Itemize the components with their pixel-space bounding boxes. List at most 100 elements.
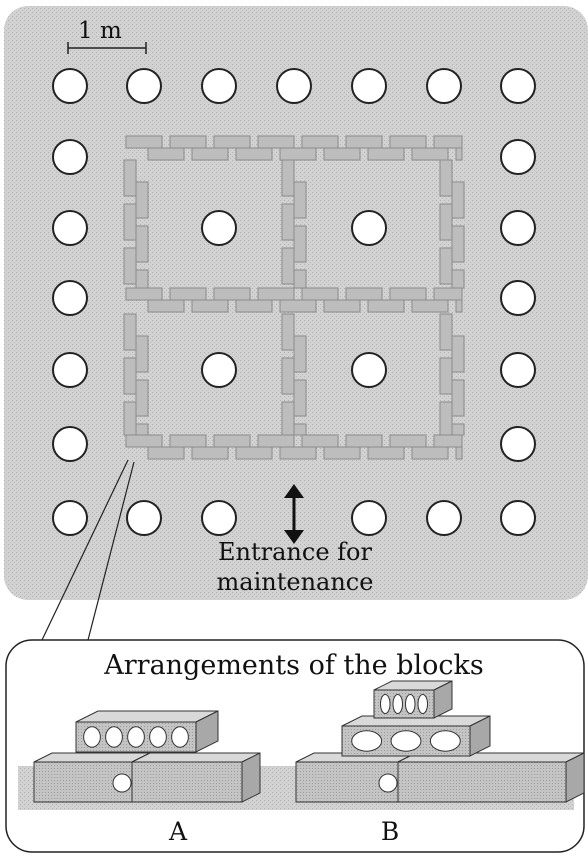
block — [123, 401, 137, 436]
block — [147, 446, 185, 460]
block — [123, 357, 137, 395]
post — [126, 68, 162, 104]
post — [351, 500, 387, 536]
block — [213, 135, 251, 149]
block — [389, 434, 427, 448]
block — [439, 357, 453, 395]
block — [169, 287, 207, 301]
block — [281, 247, 295, 285]
block — [439, 247, 453, 285]
block — [281, 401, 295, 436]
block — [281, 357, 295, 395]
block — [455, 446, 463, 460]
post — [426, 68, 462, 104]
arrangement-b-illustration — [295, 680, 585, 803]
post — [126, 500, 162, 536]
block — [411, 147, 449, 161]
block — [301, 434, 339, 448]
post — [52, 500, 88, 536]
block — [135, 423, 149, 436]
block — [451, 335, 465, 373]
block — [257, 287, 295, 301]
block — [191, 299, 229, 313]
arrangement-label-b: B — [380, 817, 400, 846]
block — [293, 423, 307, 436]
block — [279, 147, 317, 161]
post — [351, 352, 387, 388]
block — [123, 313, 137, 351]
slab-top — [75, 710, 219, 753]
post — [52, 426, 88, 462]
scale-label: 1 m — [78, 18, 122, 44]
block — [433, 287, 463, 301]
block — [235, 147, 273, 161]
post — [52, 68, 88, 104]
post — [351, 210, 387, 246]
post — [201, 352, 237, 388]
block-frame — [123, 135, 465, 460]
slab-base-right — [131, 752, 261, 803]
leader-lines — [41, 459, 135, 641]
slab-hole — [112, 773, 132, 793]
entrance-arrow — [284, 484, 304, 544]
post-grid — [52, 68, 536, 536]
entrance-label-line1: Entrance for — [218, 538, 372, 566]
post — [201, 68, 237, 104]
block — [323, 446, 361, 460]
slab-middle — [341, 715, 491, 757]
block — [147, 299, 185, 313]
post — [500, 139, 536, 175]
block — [451, 225, 465, 263]
arrangement-a-illustration — [33, 710, 261, 803]
block — [293, 335, 307, 373]
block — [411, 446, 449, 460]
block — [135, 181, 149, 219]
block — [323, 147, 361, 161]
block — [123, 203, 137, 241]
block — [293, 269, 307, 289]
block — [451, 379, 465, 417]
block — [169, 434, 207, 448]
slab-top — [373, 680, 453, 719]
post — [52, 139, 88, 175]
block — [257, 434, 295, 448]
post — [201, 210, 237, 246]
post — [52, 210, 88, 246]
block — [301, 135, 339, 149]
block — [125, 287, 163, 301]
block — [213, 287, 251, 301]
block — [235, 299, 273, 313]
block — [345, 434, 383, 448]
post — [52, 280, 88, 316]
block — [135, 335, 149, 373]
block — [301, 287, 339, 301]
block — [123, 159, 137, 197]
block — [323, 299, 361, 313]
block — [279, 446, 317, 460]
post — [500, 68, 536, 104]
block — [123, 247, 137, 285]
post — [500, 280, 536, 316]
post — [500, 352, 536, 388]
block — [367, 446, 405, 460]
block — [433, 135, 463, 149]
entrance-label-line2: maintenance — [216, 568, 374, 596]
block — [213, 434, 251, 448]
block — [367, 147, 405, 161]
block — [345, 135, 383, 149]
block — [451, 423, 465, 436]
post — [201, 500, 237, 536]
block — [389, 287, 427, 301]
inner-posts — [201, 210, 387, 388]
block — [451, 181, 465, 219]
block — [281, 159, 295, 197]
block — [279, 299, 317, 313]
block — [345, 287, 383, 301]
post — [351, 68, 387, 104]
arrangement-label-a: A — [168, 817, 188, 846]
post — [276, 68, 312, 104]
block — [433, 434, 463, 448]
block — [451, 269, 465, 289]
block — [281, 313, 295, 351]
